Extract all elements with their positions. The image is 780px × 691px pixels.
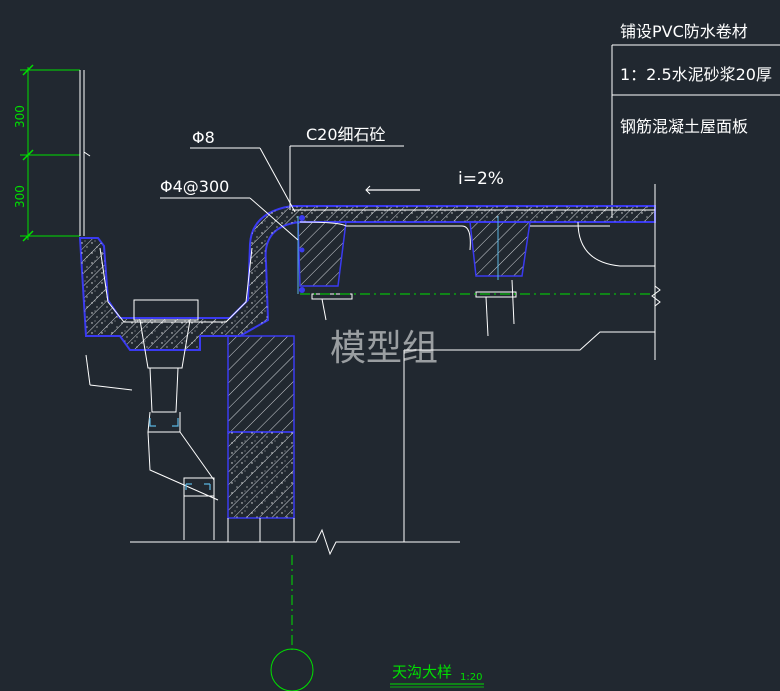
title-text: 天沟大样 [392,663,452,681]
drain-outlet [85,299,219,540]
break-line-right [651,285,661,307]
label-rebar-distribution: Φ4@300 [160,177,229,196]
notes-table: 铺设PVC防水卷材 1：2.5水泥砂浆20厚 钢筋混凝土屋面板 [611,22,780,218]
title-scale: 1:20 [460,672,482,683]
axis-bubble [270,648,314,691]
axis-lines [270,293,655,691]
label-fine-aggregate-concrete: C20细石砼 [306,125,386,144]
note-concrete-slab: 钢筋混凝土屋面板 [620,117,748,136]
note-pvc-membrane: 铺设PVC防水卷材 [620,22,748,41]
break-line-bottom [130,528,460,556]
roof-slab [297,184,656,360]
drawing-title: 天沟大样 1:20 [390,663,484,688]
dimension-lower: 300 [13,185,27,208]
callouts: Φ8 Φ4@300 C20细石砼 i=2% [160,125,504,241]
support-wall [227,335,295,542]
parapet-line [79,70,91,236]
datum-lines [403,331,655,542]
dimension-upper: 300 [13,105,27,128]
note-cement-mortar: 1：2.5水泥砂浆20厚 [620,65,772,84]
label-rebar-main: Φ8 [192,128,215,147]
drain-markers [149,418,211,490]
label-slope: i=2% [458,169,504,189]
dimension-chain: 300 300 [13,64,80,242]
watermark: 模型组 [330,328,438,369]
